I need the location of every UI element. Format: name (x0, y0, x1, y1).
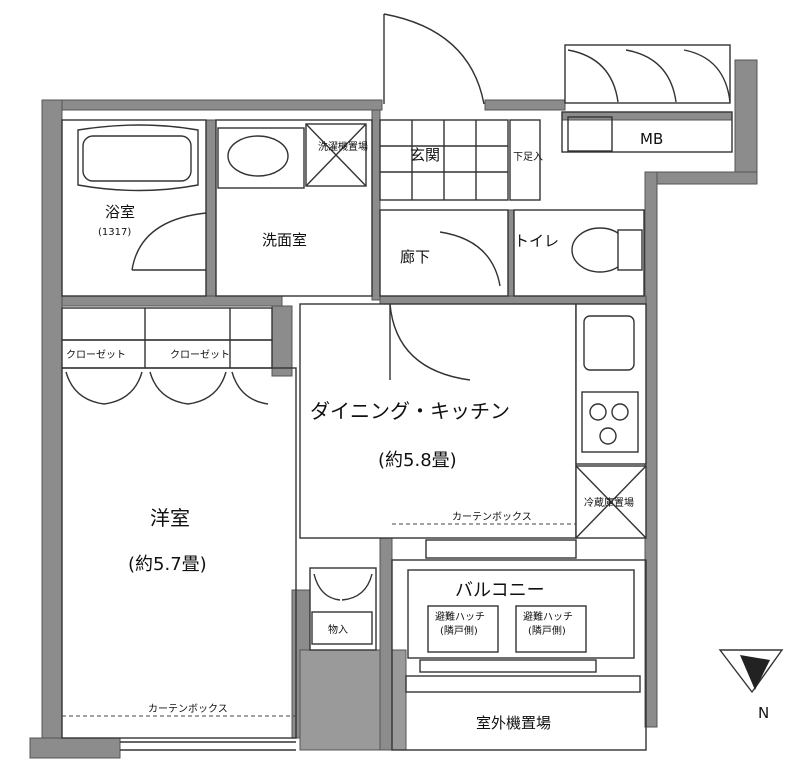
bath-size-label: (1317) (98, 227, 131, 238)
dk-label: ダイニング・キッチン (310, 399, 510, 423)
toilet-label: トイレ (514, 232, 559, 250)
balcony-label: バルコニー (455, 580, 545, 601)
washroom: 洗濯機置場 洗面室 (215, 119, 373, 297)
closets: クローゼット クローゼット (61, 307, 273, 405)
north-arrow-icon: N (718, 649, 784, 722)
mb-label: MB (640, 130, 663, 148)
mb: MB (561, 44, 733, 153)
western-room-label: 洋室 (150, 506, 190, 530)
curtain-box-label-1: カーテンボックス (148, 703, 228, 715)
hatch-sub-2: (隣戸側) (528, 624, 566, 637)
western-room: 洋室 (約5.7畳) カーテンボックス (61, 367, 297, 751)
hatch-sub-1: (隣戸側) (440, 624, 478, 637)
storage-label: 物入 (328, 623, 348, 636)
closet-label-2: クローゼット (170, 349, 230, 361)
laundry-label: 洗濯機置場 (318, 140, 368, 153)
fridge-label: 冷蔵庫置場 (584, 496, 634, 509)
hallway-label: 廊下 (400, 248, 430, 266)
hatch-label-2: 避難ハッチ (523, 610, 573, 623)
entrance: 玄関 下足入 (379, 13, 543, 201)
washroom-label: 洗面室 (262, 231, 307, 249)
dining-kitchen: ダイニング・キッチン (約5.8畳) 冷蔵庫置場 カーテンボックス (299, 303, 647, 559)
bathroom: 浴室 (1317) (61, 119, 207, 297)
dk-size: (約5.8畳) (378, 450, 457, 471)
curtain-box-label-2: カーテンボックス (452, 511, 532, 523)
storage: 物入 (309, 567, 377, 651)
hallway-toilet: 廊下 トイレ (379, 209, 645, 297)
entrance-label: 玄関 (410, 146, 440, 164)
exterior-walls (29, 59, 758, 759)
compass-label: N (758, 704, 769, 722)
interior-walls (61, 109, 647, 751)
hatch-label-1: 避難ハッチ (435, 610, 485, 623)
outdoor-unit-label: 室外機置場 (476, 714, 551, 732)
western-room-size: (約5.7畳) (128, 554, 207, 575)
closet-label-1: クローゼット (66, 349, 126, 361)
balcony: バルコニー 避難ハッチ (隣戸側) 避難ハッチ (隣戸側) 室外機置場 (391, 559, 647, 751)
bath-label: 浴室 (105, 203, 135, 221)
shoe-box-label: 下足入 (513, 151, 543, 163)
